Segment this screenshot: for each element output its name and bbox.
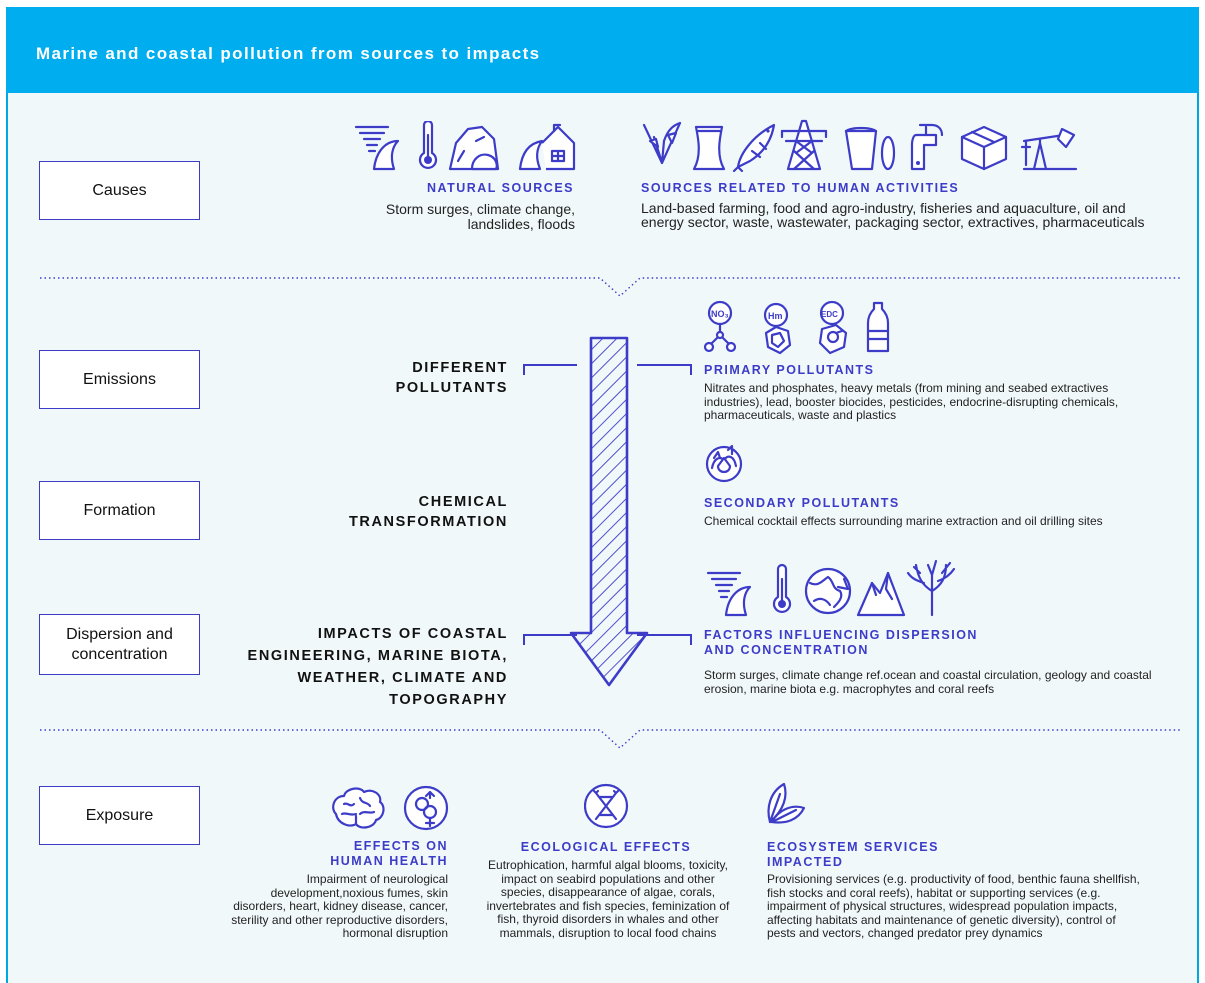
stage-dispersion: Dispersion and concentration	[39, 614, 200, 675]
primary-pollutants-heading: PRIMARY POLLUTANTS	[704, 363, 875, 377]
package-box-icon	[960, 125, 1008, 171]
natural-sources-icons	[352, 119, 584, 176]
ecological-icons	[583, 783, 632, 836]
stage-formation: Formation	[39, 481, 200, 540]
health-icons	[330, 784, 454, 837]
primary-pollutants-text: Nitrates and phosphates, heavy metals (f…	[704, 381, 1119, 422]
primary-pollutant-icons: NO₃ Hm EDC	[700, 300, 900, 362]
landslide-icon	[448, 125, 500, 171]
plastic-bottle-icon	[866, 301, 890, 353]
wheat-icon	[642, 121, 682, 165]
ecosystem-text: Provisioning services (e.g. productivity…	[767, 872, 1140, 940]
thermometer-icon	[418, 119, 438, 170]
cooling-tower-icon	[692, 125, 726, 171]
gender-symbols-icon	[403, 785, 449, 831]
secondary-pollutants-heading: SECONDARY POLLUTANTS	[704, 496, 900, 510]
header-bar: Marine and coastal pollution from source…	[6, 7, 1199, 93]
icon-label-no3: NO₃	[711, 309, 729, 319]
stage-exposure: Exposure	[39, 786, 200, 845]
waste-bin-icon	[844, 126, 896, 171]
stage-emissions: Emissions	[39, 350, 200, 409]
ecosystem-heading: ECOSYSTEM SERVICES IMPACTED	[767, 840, 939, 869]
faucet-icon	[910, 123, 944, 171]
ecosystem-icons	[764, 780, 808, 833]
flood-house-icon	[518, 123, 576, 171]
ecological-text: Eutrophication, harmful algal blooms, to…	[486, 858, 730, 940]
ecological-heading: ECOLOGICAL EFFECTS	[520, 840, 692, 854]
human-sources-icons	[640, 117, 1080, 178]
heavy-metal-icon: Hm	[763, 302, 792, 355]
factors-text: Storm surges, climate change ref.ocean a…	[704, 668, 1152, 696]
storm-surge-icon	[706, 571, 752, 617]
nitrate-molecule-icon: NO₃	[703, 300, 737, 353]
page-title: Marine and coastal pollution from source…	[36, 44, 541, 63]
endocrine-disruptor-icon: EDC	[818, 300, 848, 355]
divider-bottom	[40, 729, 1180, 749]
secondary-pollutants-text: Chemical cocktail effects surrounding ma…	[704, 514, 1103, 528]
flow-arrow	[569, 336, 649, 687]
label-different-pollutants: DIFFERENT POLLUTANTS	[395, 360, 508, 396]
natural-sources-text: Storm surges, climate change, landslides…	[385, 201, 575, 232]
leaves-icon	[767, 782, 806, 824]
icon-label-hm: Hm	[768, 311, 783, 321]
coral-reef-icon	[906, 559, 956, 617]
storm-surge-icon	[354, 125, 400, 171]
mountain-erosion-icon	[856, 571, 906, 617]
power-pylon-icon	[780, 119, 828, 171]
thermometer-icon	[772, 563, 792, 614]
oil-pump-icon	[1020, 127, 1078, 171]
fish-icon	[732, 123, 776, 173]
human-sources-text: Land-based farming, food and agro-indust…	[641, 200, 1145, 230]
stage-causes: Causes	[39, 161, 200, 220]
label-chemical-transformation: CHEMICAL TRANSFORMATION	[348, 494, 508, 530]
health-heading: EFFECTS ON HUMAN HEALTH	[330, 839, 448, 868]
brain-icon	[332, 787, 385, 829]
natural-sources-heading: NATURAL SOURCES	[426, 181, 574, 195]
secondary-pollutant-icons	[704, 440, 748, 489]
dna-helix-icon	[583, 783, 629, 829]
label-impacts: IMPACTS OF COASTAL ENGINEERING, MARINE B…	[247, 626, 508, 708]
health-text: Impairment of neurological development,n…	[231, 872, 448, 940]
factors-heading: FACTORS INFLUENCING DISPERSION AND CONCE…	[704, 628, 978, 657]
connector-lines	[523, 364, 692, 645]
globe-circulation-icon	[804, 567, 852, 615]
chemical-cocktail-icon	[705, 444, 743, 483]
human-sources-heading: SOURCES RELATED TO HUMAN ACTIVITIES	[641, 181, 960, 195]
divider-top	[40, 277, 1180, 297]
factors-icons	[702, 555, 962, 622]
icon-label-edc: EDC	[821, 310, 838, 319]
